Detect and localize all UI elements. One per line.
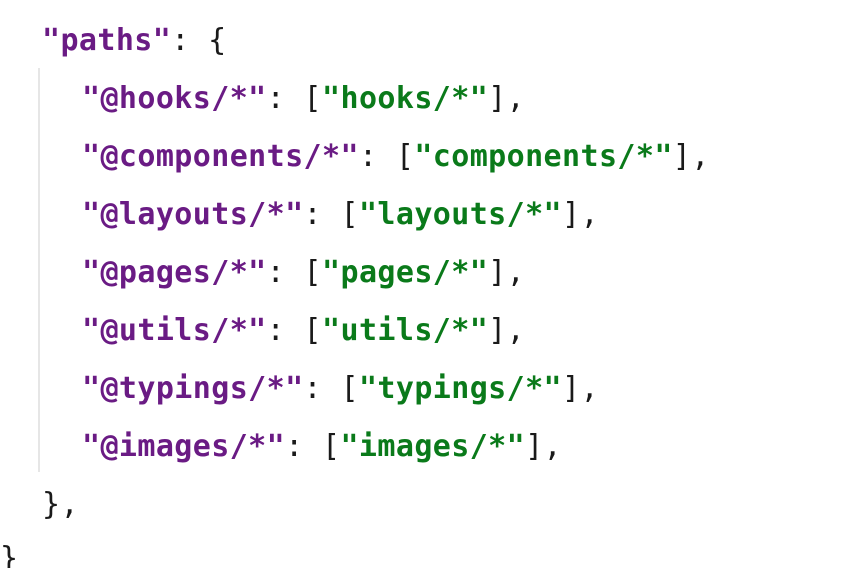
code-line-entry: "@utils/*": ["utils/*"], [82, 302, 525, 360]
punctuation: ], [672, 139, 710, 174]
punctuation: ], [488, 255, 526, 290]
punctuation: : [ [266, 255, 323, 290]
json-key: "@hooks/*" [82, 81, 267, 116]
json-key: "@components/*" [82, 139, 359, 174]
punctuation: : [ [285, 429, 341, 464]
json-key: "@layouts/*" [82, 197, 304, 232]
code-line-entry: "@layouts/*": ["layouts/*"], [82, 186, 599, 244]
punctuation: : { [171, 23, 227, 58]
indent-guide [38, 68, 40, 472]
json-key: "paths" [42, 23, 172, 58]
json-string: "utils/*" [322, 313, 489, 348]
punctuation: : [ [303, 197, 359, 232]
code-line-entry: "@images/*": ["images/*"], [82, 418, 562, 476]
code-line-entry: "@pages/*": ["pages/*"], [82, 244, 525, 302]
json-key: "@pages/*" [82, 255, 267, 290]
punctuation: : [ [266, 81, 323, 116]
punctuation: }, [42, 487, 79, 522]
json-key: "@images/*" [82, 429, 286, 464]
json-string: "layouts/*" [358, 197, 563, 232]
punctuation: ], [562, 197, 599, 232]
punctuation: ], [525, 429, 563, 464]
punctuation: ], [488, 313, 526, 348]
code-line-entry: "@components/*": ["components/*"], [82, 128, 710, 186]
json-string: "hooks/*" [322, 81, 489, 116]
code-line-entry: "@typings/*": ["typings/*"], [82, 360, 599, 418]
punctuation: ], [562, 371, 599, 406]
code-line-close-outer: } [0, 530, 18, 568]
json-string: "typings/*" [358, 371, 563, 406]
code-line-paths: "paths": { [42, 12, 227, 70]
code-line-close-inner: }, [42, 476, 79, 534]
json-key: "@typings/*" [82, 371, 304, 406]
json-key: "@utils/*" [82, 313, 267, 348]
json-string: "components/*" [414, 139, 673, 174]
punctuation: : [ [303, 371, 359, 406]
punctuation: : [ [266, 313, 323, 348]
punctuation: : [ [358, 139, 415, 174]
punctuation: ], [488, 81, 526, 116]
code-line-entry: "@hooks/*": ["hooks/*"], [82, 70, 525, 128]
json-string: "pages/*" [322, 255, 489, 290]
punctuation: } [0, 541, 19, 568]
json-string: "images/*" [340, 429, 526, 464]
